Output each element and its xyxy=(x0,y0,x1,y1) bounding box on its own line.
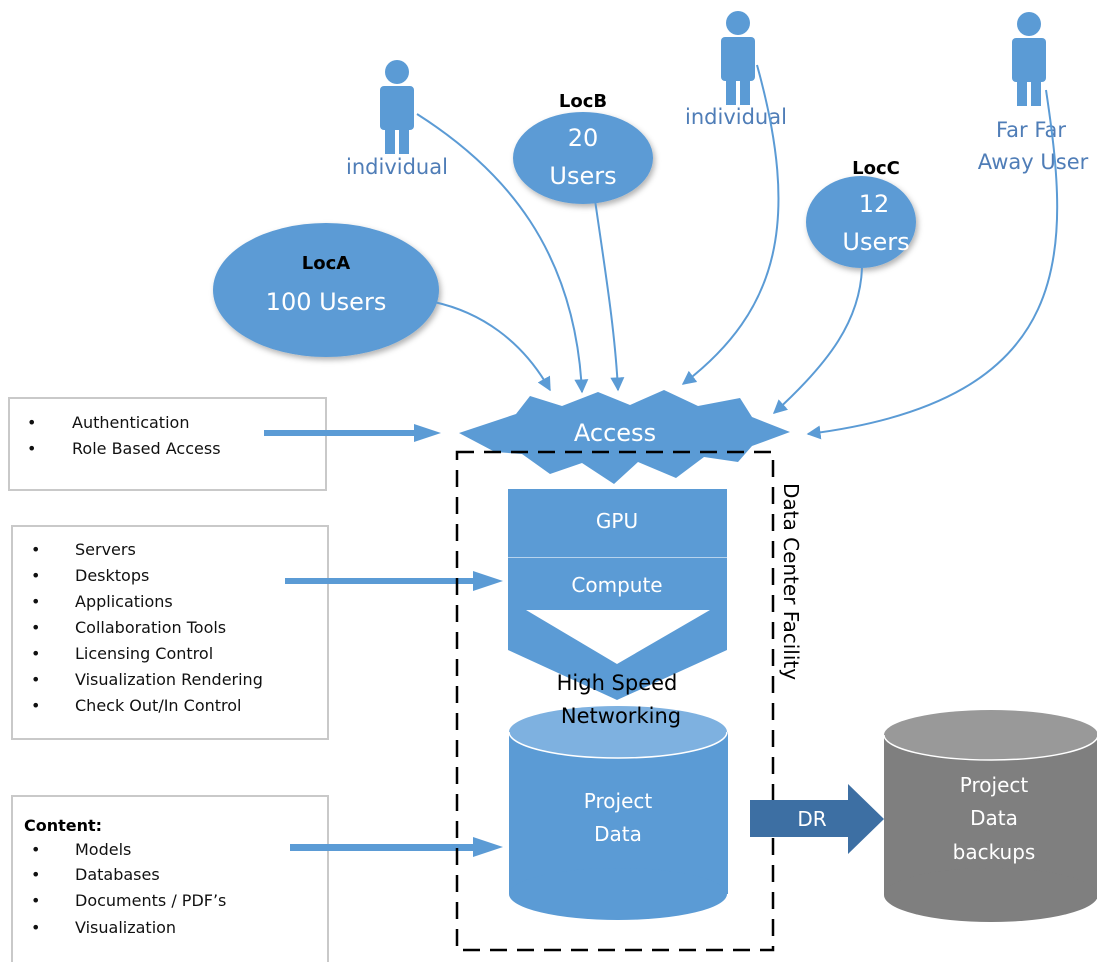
project-data-cylinder xyxy=(508,706,728,920)
access-starburst xyxy=(459,390,790,484)
loc-c-name: LocC xyxy=(852,158,900,179)
loc-a-name: LocA xyxy=(302,253,351,274)
compute-features-list: • Servers • Desktops • Applications • Co… xyxy=(31,540,263,715)
gpu-label: GPU xyxy=(596,509,638,533)
compute-features-panel xyxy=(11,525,329,740)
loc-b-name: LocB xyxy=(559,91,607,112)
list-bullet: • xyxy=(31,592,40,611)
loc-b-count-line2: Users xyxy=(549,162,616,190)
list-item: Documents / PDF’s xyxy=(75,891,226,910)
arrow-content-features xyxy=(290,837,503,857)
list-bullet: • xyxy=(31,891,40,910)
content-features-panel xyxy=(11,795,329,962)
individual-label-1: individual xyxy=(346,155,448,179)
list-bullet: • xyxy=(31,566,40,585)
loc-a-count: 100 Users xyxy=(266,288,387,316)
list-item: Databases xyxy=(75,865,160,884)
list-item: Collaboration Tools xyxy=(75,618,226,637)
backups-cylinder xyxy=(883,710,1097,922)
list-bullet: • xyxy=(31,918,40,937)
list-item: Desktops xyxy=(75,566,149,585)
gpu-block xyxy=(508,489,727,558)
arrow-compute-features xyxy=(285,571,503,591)
user-icon-far-user xyxy=(1012,12,1046,106)
backups-label-line1: Project xyxy=(960,773,1029,797)
loc-b-count-line1: 20 xyxy=(568,124,599,152)
backups-label-line2: Data xyxy=(970,806,1018,830)
compute-block xyxy=(508,558,727,610)
list-item: Authentication xyxy=(72,413,189,432)
dr-label: DR xyxy=(797,807,826,831)
network-label-line2: Networking xyxy=(561,704,681,728)
list-item: Applications xyxy=(75,592,173,611)
user-icon-individual-1 xyxy=(380,60,414,154)
content-heading: Content: xyxy=(24,816,102,835)
loc-c-ellipse xyxy=(806,176,916,268)
access-features-panel xyxy=(8,397,327,491)
list-bullet: • xyxy=(27,413,36,432)
access-features-list: • Authentication • Role Based Access xyxy=(27,413,221,458)
loc-a-ellipse xyxy=(213,223,439,357)
project-data-label-line1: Project xyxy=(584,789,653,813)
far-user-label-line2: Away User xyxy=(978,150,1089,174)
project-data-label-line2: Data xyxy=(594,822,642,846)
list-item: Models xyxy=(75,840,131,859)
network-label-line1: High Speed xyxy=(557,671,678,695)
far-user-label-line1: Far Far xyxy=(996,118,1066,142)
connector-loc-c xyxy=(772,267,863,414)
compute-label: Compute xyxy=(571,573,662,597)
chevron-notch xyxy=(526,610,710,664)
list-item: Visualization Rendering xyxy=(75,670,263,689)
list-item: Licensing Control xyxy=(75,644,213,663)
list-bullet: • xyxy=(31,670,40,689)
data-center-boundary xyxy=(455,450,775,952)
connector-individual-1 xyxy=(416,113,589,394)
list-bullet: • xyxy=(31,865,40,884)
access-label: Access xyxy=(574,419,656,447)
list-bullet: • xyxy=(27,439,36,458)
connector-individual-2 xyxy=(681,64,780,385)
loc-c-count-line1: 12 xyxy=(859,190,890,218)
connector-loc-b xyxy=(594,199,625,392)
loc-b-ellipse xyxy=(513,112,653,204)
connector-far-user xyxy=(806,89,1059,440)
list-item: Visualization xyxy=(75,918,176,937)
list-bullet: • xyxy=(31,840,40,859)
list-bullet: • xyxy=(31,696,40,715)
connector-loc-a xyxy=(433,301,551,392)
arrow-access-features xyxy=(264,424,441,442)
content-features-list: Content: • Models • Databases • Document… xyxy=(24,816,226,937)
loc-c-count-line2: Users xyxy=(842,228,909,256)
list-item: Role Based Access xyxy=(72,439,221,458)
data-center-facility-label: Data Center Facility xyxy=(779,483,803,680)
list-bullet: • xyxy=(31,540,40,559)
list-bullet: • xyxy=(31,644,40,663)
backups-label-line3: backups xyxy=(953,840,1036,864)
user-icon-individual-2 xyxy=(721,11,755,105)
list-bullet: • xyxy=(31,618,40,637)
list-item: Servers xyxy=(75,540,136,559)
list-item: Check Out/In Control xyxy=(75,696,241,715)
dr-arrow xyxy=(750,784,884,854)
